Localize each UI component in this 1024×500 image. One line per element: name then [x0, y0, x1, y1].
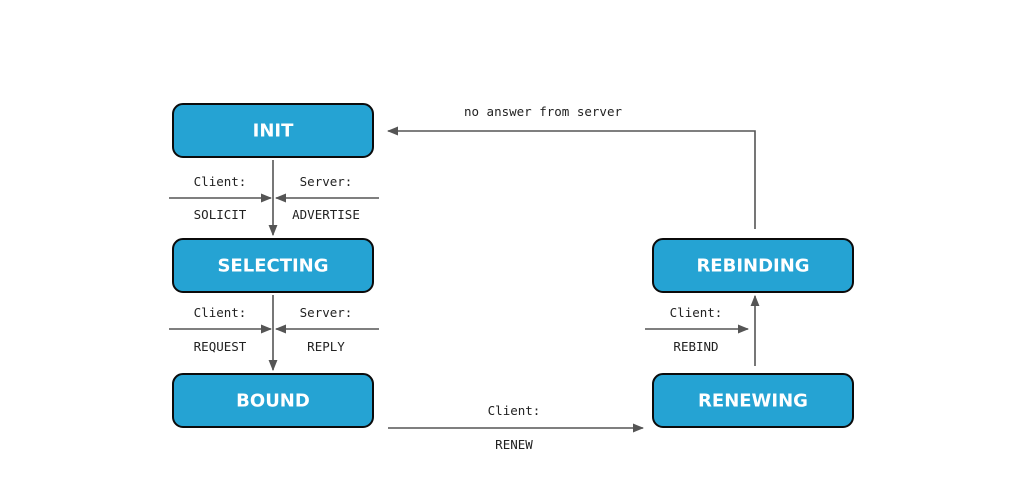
state-renewing-label: RENEWING	[698, 391, 808, 412]
state-bound-label: BOUND	[236, 391, 310, 412]
no-answer-label: no answer from server	[464, 104, 623, 119]
state-rebinding: REBINDING	[652, 238, 854, 293]
selecting-bound-client-label: Client:	[194, 305, 247, 320]
transition-rebinding-to-init: no answer from server	[386, 104, 756, 229]
bound-renewing-client-message: RENEW	[495, 437, 533, 452]
transition-renewing-to-rebinding: Client: REBIND	[645, 294, 760, 366]
init-selecting-client-message: SOLICIT	[194, 207, 247, 222]
state-init: INIT	[172, 103, 374, 158]
bound-renewing-client-label: Client:	[488, 403, 541, 418]
rebinding-to-init-arrow	[386, 126, 756, 229]
state-selecting-label: SELECTING	[217, 256, 328, 277]
state-selecting-box	[172, 238, 374, 293]
renewing-rebinding-client-label: Client:	[670, 305, 723, 320]
transition-selecting-to-bound: Client: REQUEST Server: REPLY	[169, 295, 379, 372]
state-renewing-box	[652, 373, 854, 428]
state-bound: BOUND	[172, 373, 374, 428]
state-init-box	[172, 103, 374, 158]
init-selecting-server-message: ADVERTISE	[292, 207, 360, 222]
state-renewing: RENEWING	[652, 373, 854, 428]
selecting-bound-server-label: Server:	[300, 305, 353, 320]
state-init-label: INIT	[253, 121, 294, 142]
renewing-rebinding-client-message: REBIND	[673, 339, 718, 354]
transition-init-to-selecting: Client: SOLICIT Server: ADVERTISE	[169, 160, 379, 237]
state-bound-box	[172, 373, 374, 428]
selecting-bound-server-message: REPLY	[307, 339, 345, 354]
transition-bound-to-renewing: Client: RENEW	[388, 403, 645, 452]
init-selecting-server-label: Server:	[300, 174, 353, 189]
state-rebinding-box	[652, 238, 854, 293]
init-selecting-client-label: Client:	[194, 174, 247, 189]
state-rebinding-label: REBINDING	[696, 256, 809, 277]
selecting-bound-client-message: REQUEST	[194, 339, 247, 354]
state-selecting: SELECTING	[172, 238, 374, 293]
